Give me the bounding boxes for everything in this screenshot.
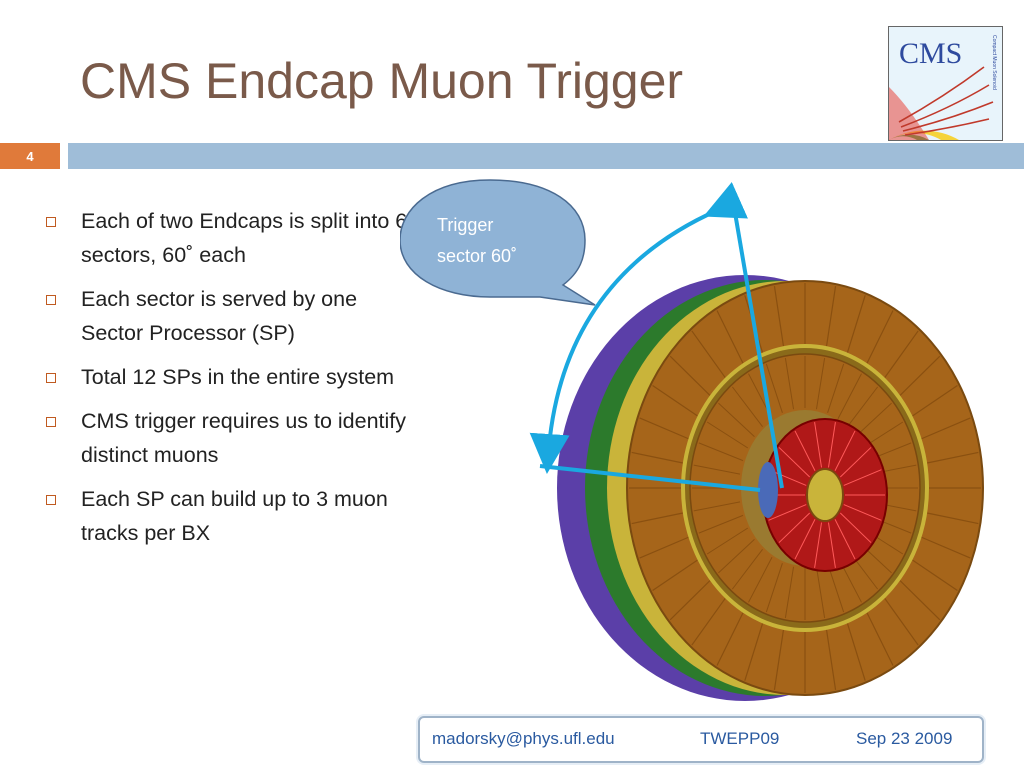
bullet-text: CMS trigger requires us to identify dist… xyxy=(81,409,407,467)
slide-number: 4 xyxy=(26,148,34,164)
chamber-edge xyxy=(866,310,894,364)
logo-text: CMS xyxy=(899,37,962,70)
chamber-edge xyxy=(846,295,866,353)
square-bullet-icon xyxy=(46,217,56,227)
chamber-edge xyxy=(691,597,726,646)
chamber-edge xyxy=(631,512,684,525)
chamber-edge xyxy=(784,357,795,410)
chamber-edge xyxy=(827,363,845,413)
cms-logo: CMS Compact Muon Solenoid xyxy=(888,26,1003,141)
chamber-edge xyxy=(773,629,785,690)
callout-text: Trigger sector 60˚ xyxy=(437,210,547,272)
endcap-illustration xyxy=(400,179,984,701)
chamber-edge xyxy=(921,536,971,559)
chamber-edge xyxy=(839,512,872,543)
chamber-edge xyxy=(693,501,741,512)
footer-conference: TWEPP09 xyxy=(700,729,780,748)
chamber-edge xyxy=(794,430,816,471)
chamber-edge xyxy=(825,286,837,347)
chamber-edge xyxy=(926,451,979,464)
footer-box: madorsky@phys.ufl.edu TWEPP09 Sep 23 200… xyxy=(418,716,984,763)
slide-number-bar: 4 xyxy=(0,143,60,169)
outer-chambers xyxy=(629,283,981,693)
chamber-edge xyxy=(706,527,749,555)
bullet-text: Each SP can build up to 3 muon tracks pe… xyxy=(81,487,388,545)
chamber-edge xyxy=(912,385,958,417)
slide-title: CMS Endcap Muon Trigger xyxy=(80,53,684,109)
chamber-edge xyxy=(884,330,919,379)
chamber-edge xyxy=(921,417,971,440)
logo-side-text: Compact Muon Solenoid xyxy=(991,35,997,90)
callout-line-1: Trigger xyxy=(437,215,494,235)
chamber-edge xyxy=(814,522,823,568)
square-bullet-icon xyxy=(46,417,56,427)
chamber-edge xyxy=(837,373,862,419)
chamber-edge xyxy=(855,402,892,437)
chamber-edge xyxy=(778,447,811,478)
chamber-edge xyxy=(847,386,879,428)
chamber-edge xyxy=(784,566,795,619)
chamber-edge xyxy=(815,357,826,410)
callout-bubble xyxy=(400,179,596,306)
chamber-edge xyxy=(765,563,783,613)
chamber-edge xyxy=(926,512,979,525)
bullet-text: Total 12 SPs in the entire system xyxy=(81,365,395,389)
chamber-edge xyxy=(744,623,764,681)
chamber-edge xyxy=(669,580,711,621)
chamber-edge xyxy=(834,430,856,471)
chamber-edge xyxy=(768,504,807,521)
chamber-edge xyxy=(834,519,856,560)
chamber-edge xyxy=(815,566,826,619)
chamber-edge xyxy=(825,629,837,690)
chamber-edge xyxy=(814,422,823,468)
chamber-edge xyxy=(846,623,866,681)
square-bullet-icon xyxy=(46,295,56,305)
chamber-edge xyxy=(718,539,755,574)
bullet-text: Each sector is served by one Sector Proc… xyxy=(81,287,358,345)
chamber-edge xyxy=(748,557,773,603)
chamber-edge xyxy=(652,559,698,591)
footer-date: Sep 23 2009 xyxy=(856,729,953,748)
chamber-edge xyxy=(773,286,785,347)
chamber-edge xyxy=(884,597,919,646)
title-divider-bar xyxy=(68,143,1024,169)
chamber-edge xyxy=(639,536,689,559)
sector-arc-arrow xyxy=(529,181,749,474)
chamber-edge xyxy=(839,447,872,478)
callout-line-2: sector 60˚ xyxy=(437,246,518,266)
chamber-edge xyxy=(731,548,763,590)
square-bullet-icon xyxy=(46,373,56,383)
chamber-edge xyxy=(843,469,882,486)
bullet-item: Each sector is served by one Sector Proc… xyxy=(46,282,416,350)
blue-support xyxy=(758,462,778,518)
chamber-edge xyxy=(827,522,836,568)
footer-email: madorsky@phys.ufl.edu xyxy=(432,729,615,748)
bullet-item: CMS trigger requires us to identify dist… xyxy=(46,404,416,472)
chamber-edge xyxy=(866,612,894,666)
square-bullet-icon xyxy=(46,495,56,505)
bullet-item: Total 12 SPs in the entire system xyxy=(46,360,416,394)
bullet-item: Each SP can build up to 3 muon tracks pe… xyxy=(46,482,416,550)
chamber-edge xyxy=(843,504,882,521)
chamber-edge xyxy=(899,580,941,621)
bullet-list: Each of two Endcaps is split into 6 sect… xyxy=(46,204,416,560)
chamber-edge xyxy=(778,512,811,543)
bullet-text: Each of two Endcaps is split into 6 sect… xyxy=(81,209,408,267)
chamber-edge xyxy=(912,559,958,591)
chamber-edge xyxy=(698,514,744,534)
bullet-item: Each of two Endcaps is split into 6 sect… xyxy=(46,204,416,272)
chamber-edge xyxy=(765,363,783,413)
chamber-edge xyxy=(827,422,836,468)
beam-hole xyxy=(806,468,844,522)
chamber-edge xyxy=(716,612,744,666)
chamber-edge xyxy=(794,519,816,560)
chamber-edge xyxy=(899,355,941,396)
